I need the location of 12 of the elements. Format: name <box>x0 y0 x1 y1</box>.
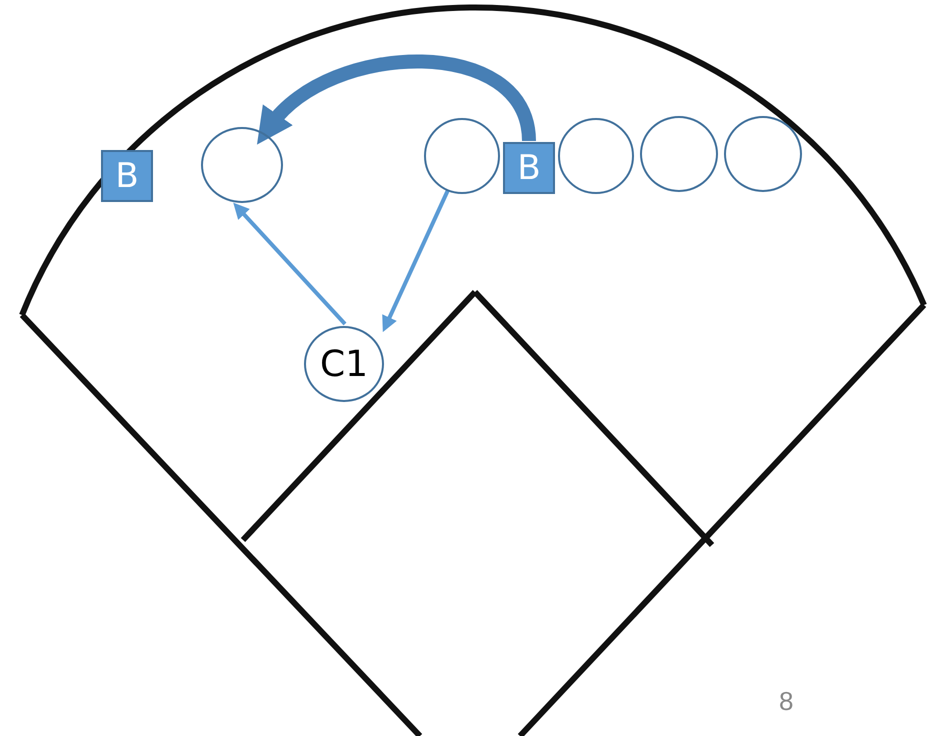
page-number: 8 <box>779 686 794 717</box>
player-circle <box>724 116 802 192</box>
arrow <box>233 202 346 326</box>
player-circle: C1 <box>304 326 384 402</box>
arrow <box>254 54 536 143</box>
player-circle <box>558 118 634 194</box>
base-runner-square: B <box>101 150 153 202</box>
arrow <box>382 189 450 332</box>
player-circle <box>640 116 718 192</box>
player-circle <box>424 118 500 194</box>
base-runner-square: B <box>503 142 555 194</box>
player-circle <box>201 127 283 203</box>
